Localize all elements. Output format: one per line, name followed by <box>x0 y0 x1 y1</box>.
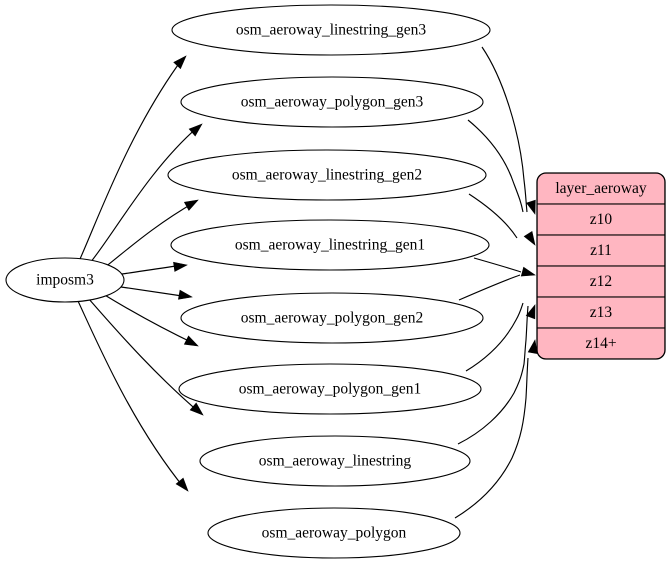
node-shape-osm_aeroway_linestring_gen2 <box>167 149 487 201</box>
arrowhead-node-4-group <box>178 289 193 300</box>
edges-layer <box>77 46 529 519</box>
node-label-osm_aeroway_linestring_gen1: osm_aeroway_linestring_gen1 <box>235 237 425 254</box>
edge-osm_aeroway_linestring_gen1-to-z12 <box>473 257 522 273</box>
node-shape-osm_aeroway_linestring <box>199 435 471 487</box>
arrowhead-node-5-group <box>183 335 199 347</box>
node-osm_aeroway_polygon_gen3[interactable]: osm_aeroway_polygon_gen3 <box>180 76 484 128</box>
arrowhead-table-2-group <box>520 266 536 277</box>
arrowhead-node-7-group <box>175 477 189 492</box>
table-row-label-z13: z13 <box>590 304 613 321</box>
edge-imposm3-to-osm_aeroway_polygon <box>77 300 186 490</box>
node-label-imposm3: imposm3 <box>36 272 94 289</box>
edge-osm_aeroway_linestring-to-z13 <box>457 305 529 445</box>
arrowhead-node-6 <box>189 402 204 416</box>
node-shape-osm_aeroway_linestring_gen1 <box>170 219 490 271</box>
arrowhead-node-0 <box>173 55 187 70</box>
edge-imposm3-to-osm_aeroway_linestring_gen2 <box>103 201 196 269</box>
node-osm_aeroway_polygon_gen1[interactable]: osm_aeroway_polygon_gen1 <box>178 363 482 415</box>
node-shape-osm_aeroway_polygon_gen1 <box>178 363 482 415</box>
arrowhead-node-6-group <box>189 402 204 416</box>
arrowhead-node-5 <box>183 335 199 347</box>
edge-osm_aeroway_polygon_gen3-to-z10 <box>467 119 524 213</box>
table-row-label-layer_aeroway: layer_aeroway <box>555 180 646 197</box>
arrowhead-node-2-group <box>183 199 199 211</box>
table-row-z13[interactable] <box>537 296 665 329</box>
node-shape-osm_aeroway_polygon <box>207 507 461 559</box>
node-osm_aeroway_linestring_gen3[interactable]: osm_aeroway_linestring_gen3 <box>171 4 491 56</box>
node-osm_aeroway_polygon[interactable]: osm_aeroway_polygon <box>207 507 461 559</box>
arrowhead-table-1 <box>523 231 536 246</box>
edge-imposm3-to-osm_aeroway_linestring_gen3 <box>79 57 184 260</box>
edge-osm_aeroway_polygon_gen2-to-z12 <box>458 274 521 301</box>
arrowhead-table-3 <box>525 304 536 320</box>
nodes-layer: imposm3 osm_aeroway_linestring_gen3 osm_ae… <box>5 4 491 559</box>
edge-osm_aeroway_linestring_gen2-to-z11 <box>468 193 518 239</box>
table-row-label-z10: z10 <box>590 211 613 228</box>
arrowhead-node-2 <box>183 199 199 211</box>
node-shape-osm_aeroway_polygon_gen3 <box>180 76 484 128</box>
arrowhead-node-4 <box>178 289 193 300</box>
edge-osm_aeroway_polygon_gen1-to-z13 <box>465 302 524 372</box>
node-label-osm_aeroway_polygon_gen2: osm_aeroway_polygon_gen2 <box>241 310 424 327</box>
node-label-osm_aeroway_polygon_gen1: osm_aeroway_polygon_gen1 <box>239 381 422 398</box>
node-label-osm_aeroway_linestring_gen2: osm_aeroway_linestring_gen2 <box>232 167 422 184</box>
arrowhead-table-4 <box>527 339 538 354</box>
node-label-osm_aeroway_polygon_gen3: osm_aeroway_polygon_gen3 <box>241 94 424 111</box>
edge-osm_aeroway_linestring_gen3-to-z10 <box>481 46 528 213</box>
arrowhead-node-7 <box>175 477 189 492</box>
arrowhead-table-1-group <box>523 231 536 246</box>
table-row-z10[interactable] <box>537 203 665 236</box>
arrowhead-table-3-group <box>525 304 536 320</box>
arrowhead-node-0-group <box>173 55 187 70</box>
arrowheads-layer <box>173 55 538 492</box>
edge-osm_aeroway_polygon-to-z14+ <box>454 357 529 519</box>
table-node-layer: layer_aeroway z10 z11 z12 z13 z14+ <box>536 172 666 360</box>
arrowhead-table-2 <box>520 266 536 277</box>
node-shape-imposm3 <box>5 257 125 303</box>
table-row-z12[interactable] <box>537 265 665 298</box>
node-label-osm_aeroway_polygon: osm_aeroway_polygon <box>262 525 407 542</box>
arrowhead-table-0 <box>526 199 536 215</box>
arrowhead-node-3-group <box>173 261 188 272</box>
table-row-z11[interactable] <box>537 234 665 267</box>
table-row-label-z14+: z14+ <box>585 335 616 352</box>
arrowhead-table-0-group <box>526 199 536 215</box>
node-osm_aeroway_linestring_gen1[interactable]: osm_aeroway_linestring_gen1 <box>170 219 490 271</box>
table-outline <box>536 172 666 360</box>
node-shape-osm_aeroway_polygon_gen2 <box>180 292 484 344</box>
table-row-z14+[interactable] <box>537 327 665 359</box>
node-label-osm_aeroway_linestring_gen3: osm_aeroway_linestring_gen3 <box>236 22 427 39</box>
edge-imposm3-to-osm_aeroway_polygon_gen3 <box>89 125 200 264</box>
table-node-layer-aeroway[interactable]: layer_aeroway z10 z11 z12 z13 z14+ <box>536 172 666 360</box>
node-osm_aeroway_polygon_gen2[interactable]: osm_aeroway_polygon_gen2 <box>180 292 484 344</box>
table-row-label-z11: z11 <box>590 242 612 259</box>
node-imposm3[interactable]: imposm3 <box>5 257 125 303</box>
edge-imposm3-to-osm_aeroway_linestring <box>87 297 201 414</box>
node-osm_aeroway_linestring[interactable]: osm_aeroway_linestring <box>199 435 471 487</box>
table-row-label-z12: z12 <box>590 273 612 290</box>
node-osm_aeroway_linestring_gen2[interactable]: osm_aeroway_linestring_gen2 <box>167 149 487 201</box>
edge-imposm3-to-osm_aeroway_polygon_gen1 <box>102 293 196 345</box>
arrowhead-table-4-group <box>527 339 538 354</box>
node-shape-osm_aeroway_linestring_gen3 <box>171 4 491 56</box>
node-label-osm_aeroway_linestring: osm_aeroway_linestring <box>259 453 412 470</box>
arrowhead-node-1 <box>188 123 203 137</box>
arrowhead-node-3 <box>173 261 188 272</box>
arrowhead-node-1-group <box>188 123 203 137</box>
table-rows: layer_aeroway z10 z11 z12 z13 z14+ <box>537 173 665 359</box>
